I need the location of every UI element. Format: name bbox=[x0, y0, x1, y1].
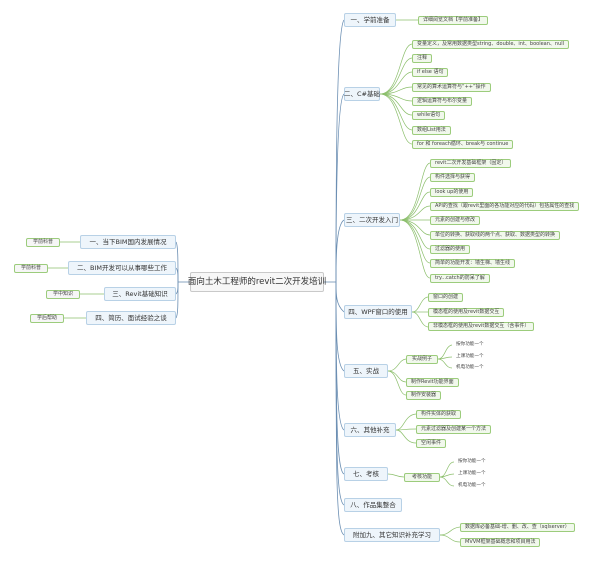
branch-wpf-window[interactable]: 四、WPF窗口的使用 bbox=[344, 305, 412, 319]
branch-label: 八、作品集整合 bbox=[350, 500, 396, 509]
leaf-item[interactable]: 注释 bbox=[412, 54, 433, 63]
branch-label: 一、当下BIM国内发展情况 bbox=[89, 237, 167, 246]
leaf-item[interactable]: try...catch的防呆了解 bbox=[430, 274, 490, 283]
leaf-item[interactable]: if else 语句 bbox=[412, 68, 449, 77]
leaf-item[interactable]: 空闲事件 bbox=[416, 439, 447, 448]
branch-label: 七、考核 bbox=[353, 469, 379, 478]
central-topic[interactable]: 面向土木工程师的revit二次开发培训 bbox=[188, 272, 326, 292]
leaf-item[interactable]: 数据库必备基础-增、删、改、查（sqlserver） bbox=[460, 523, 575, 532]
leaf-item[interactable]: revit二次开发基础框架（固定） bbox=[430, 159, 512, 168]
branch-secondary-dev-intro[interactable]: 三、二次开发入门 bbox=[344, 213, 400, 227]
plain-item: 按你功能一个 bbox=[456, 342, 484, 348]
leaf-item[interactable]: 构件实体的获取 bbox=[416, 410, 462, 419]
leaf-item[interactable]: 元素过滤器及创建某一个方法 bbox=[416, 425, 492, 434]
branch-csharp-basics[interactable]: 二、C#基础 bbox=[344, 87, 380, 101]
leaf-item[interactable]: 制作安装器 bbox=[406, 391, 442, 400]
branch-pre-study[interactable]: 一、学前准备 bbox=[344, 13, 396, 27]
leaf-item[interactable]: 详细阅览文档【学前准备】 bbox=[418, 16, 489, 25]
tag-pre-study[interactable]: 学前科普 bbox=[26, 238, 60, 247]
branch-label: 附加九、其它知识补充学习 bbox=[353, 530, 431, 539]
branch-label: 三、二次开发入门 bbox=[346, 215, 398, 224]
branch-assessment[interactable]: 七、考核 bbox=[344, 467, 388, 481]
leaf-item[interactable]: 非模态框的使用及revit数据交互（含事件） bbox=[428, 322, 535, 331]
leaf-item[interactable]: 简单的功能开发：墙生梯、墙生线 bbox=[430, 259, 516, 268]
leaf-item[interactable]: 单位的转换、获取线的两个点、获取、数据类型的转换 bbox=[430, 231, 561, 240]
plain-item: 机电功能一个 bbox=[458, 483, 486, 489]
plain-item: 上课功能一个 bbox=[458, 471, 486, 477]
leaf-item[interactable]: 制作Revit功能界面 bbox=[406, 378, 459, 387]
leaf-item[interactable]: 过滤器的使用 bbox=[430, 245, 471, 254]
leaf-item[interactable]: 元素的创建与修改 bbox=[430, 216, 481, 225]
branch-label: 三、Revit基础知识 bbox=[112, 289, 168, 298]
leaf-item[interactable]: MVVM框架基础概念和项目用法 bbox=[460, 538, 541, 547]
left-branch-bim-development[interactable]: 一、当下BIM国内发展情况 bbox=[80, 235, 176, 249]
plain-item: 按你功能一个 bbox=[458, 459, 486, 465]
leaf-item[interactable]: 窗口的创建 bbox=[428, 293, 464, 302]
branch-practice[interactable]: 五、实战 bbox=[344, 364, 388, 378]
branch-label: 四、简历、面试经验之谈 bbox=[95, 313, 167, 322]
leaf-item[interactable]: 构件选择与获得 bbox=[430, 173, 476, 182]
branch-label: 四、WPF窗口的使用 bbox=[348, 307, 408, 316]
leaf-item[interactable]: 变量定义，及常用数据类型string、double、int、boolean、nu… bbox=[412, 40, 570, 49]
leaf-item[interactable]: 逻辑运算符与布尔变量 bbox=[412, 97, 473, 106]
branch-label: 二、BIM开发可以从事哪些工作 bbox=[77, 263, 167, 272]
left-branch-revit-basics[interactable]: 三、Revit基础知识 bbox=[104, 287, 176, 301]
leaf-item[interactable]: 数组List用法 bbox=[412, 126, 451, 135]
plain-item: 机电功能一个 bbox=[456, 365, 484, 371]
leaf-item[interactable]: 常见的算术运算符与“++”操作 bbox=[412, 83, 491, 92]
left-branch-bim-careers[interactable]: 二、BIM开发可以从事哪些工作 bbox=[68, 261, 176, 275]
leaf-item[interactable]: API的查找（跟revit里面的各功能对应的代码）包括属性的查找 bbox=[430, 202, 580, 211]
plain-item: 上课功能一个 bbox=[456, 354, 484, 360]
leaf-item[interactable]: 模态框的使用及revit数据交互 bbox=[428, 308, 505, 317]
sub-practice-examples[interactable]: 实战例子 bbox=[406, 355, 438, 364]
branch-portfolio[interactable]: 八、作品集整合 bbox=[344, 498, 402, 512]
branch-other-supplements[interactable]: 六、其他补充 bbox=[344, 423, 396, 437]
sub-assessment-function[interactable]: 考核功能 bbox=[404, 473, 440, 482]
tag-in-study[interactable]: 学中知识 bbox=[46, 290, 80, 299]
tag-pre-study[interactable]: 学前科普 bbox=[14, 264, 48, 273]
leaf-item[interactable]: look up的使用 bbox=[430, 188, 474, 197]
tag-post-study[interactable]: 学后帮助 bbox=[30, 314, 64, 323]
branch-label: 五、实战 bbox=[353, 366, 379, 375]
branch-label: 二、C#基础 bbox=[344, 89, 380, 98]
branch-label: 六、其他补充 bbox=[350, 425, 390, 434]
branch-label: 一、学前准备 bbox=[350, 15, 390, 24]
left-branch-resume-interview[interactable]: 四、简历、面试经验之谈 bbox=[86, 311, 176, 325]
leaf-item[interactable]: while语句 bbox=[412, 111, 446, 120]
leaf-item[interactable]: for 和 foreach循环、break与 continue bbox=[412, 140, 514, 149]
branch-extra-knowledge[interactable]: 附加九、其它知识补充学习 bbox=[344, 528, 440, 542]
